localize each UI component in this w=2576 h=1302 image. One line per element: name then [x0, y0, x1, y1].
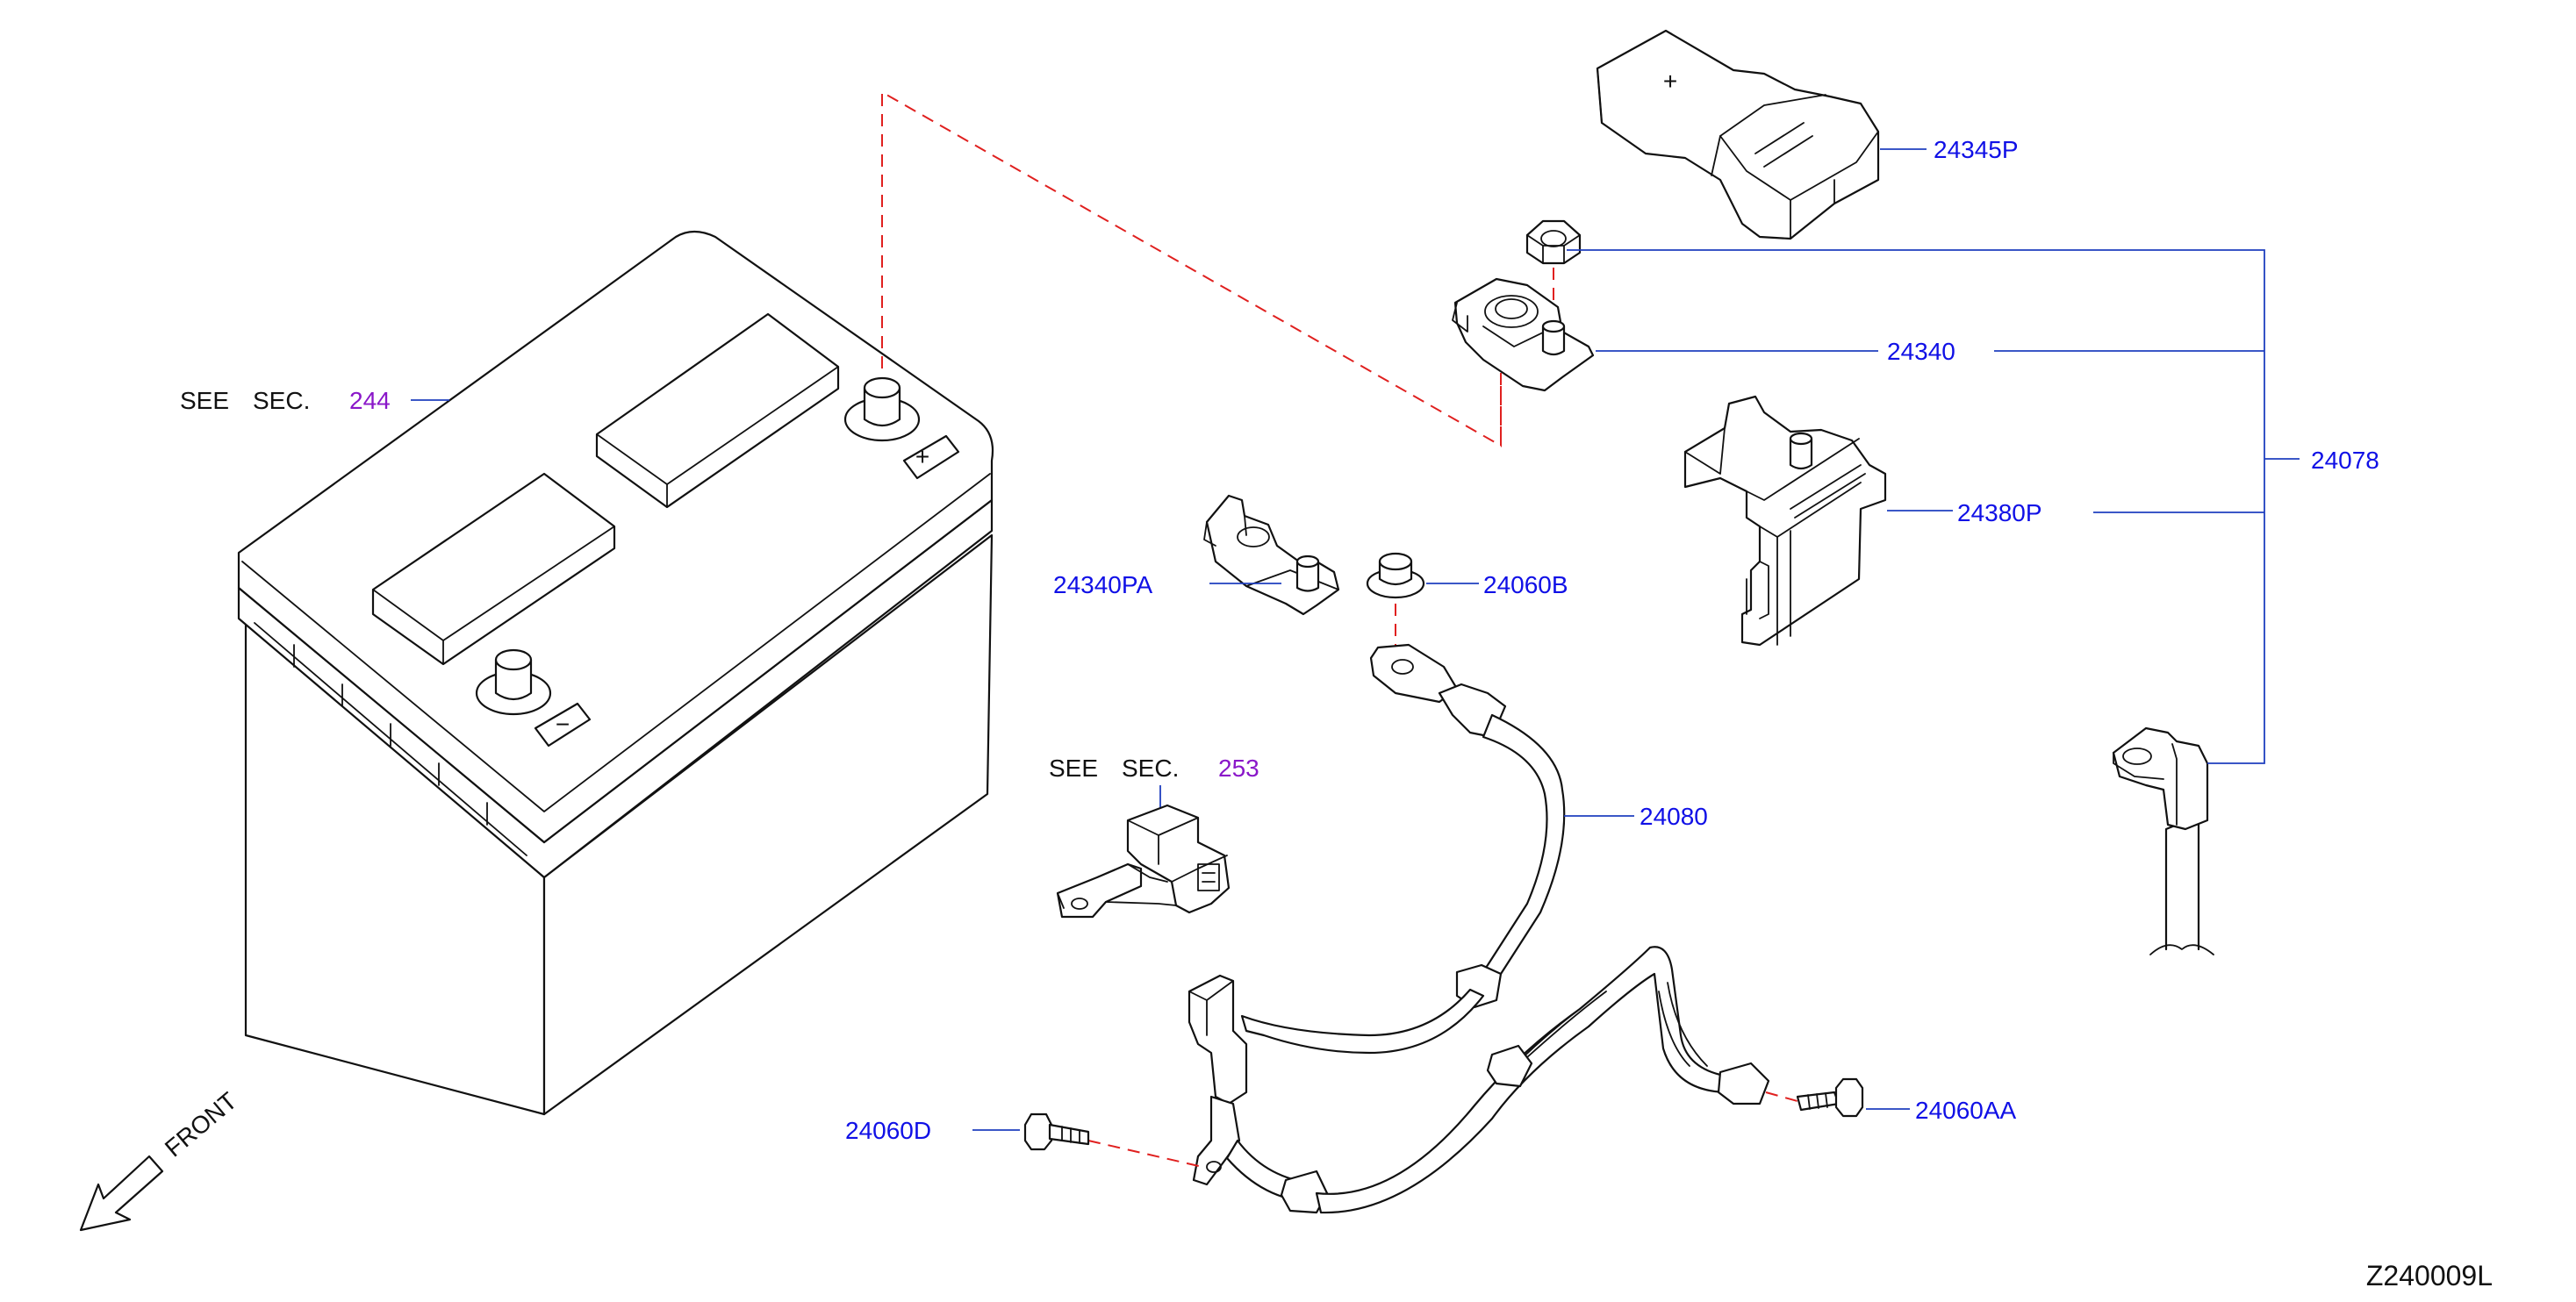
label-24340[interactable]: 24340: [1596, 338, 2264, 365]
fusible-link-block: [1683, 395, 1887, 647]
front-label: FRONT: [160, 1087, 242, 1162]
bolt-left: [1023, 1112, 1090, 1151]
see-text: SEE: [1049, 755, 1098, 782]
battery-cable: [1188, 643, 1770, 1214]
alignment-line-bolt-d: [1087, 1140, 1203, 1168]
part-number[interactable]: 24060AA: [1915, 1097, 2017, 1124]
label-24060AA[interactable]: 24060AA: [1866, 1097, 2017, 1124]
positive-cable-end: [2112, 726, 2214, 955]
positive-terminal-cover: +: [1596, 29, 1880, 240]
alignment-line-battery: [881, 90, 1502, 447]
diagram-code: Z240009L: [2366, 1260, 2493, 1291]
part-number[interactable]: 24080: [1640, 803, 1708, 830]
label-24080[interactable]: 24080: [1564, 803, 1708, 830]
negative-terminal-mark: −: [556, 711, 570, 738]
front-direction-arrow: FRONT: [79, 1087, 242, 1232]
part-number[interactable]: 24345P: [1934, 136, 2019, 163]
label-24078[interactable]: 24078: [1567, 249, 2379, 764]
part-number[interactable]: 24060B: [1483, 571, 1568, 598]
flange-nut: [1366, 552, 1425, 599]
label-24345P[interactable]: 24345P: [1880, 136, 2019, 163]
positive-terminal-mark: +: [915, 443, 929, 470]
section-number[interactable]: 253: [1218, 755, 1259, 782]
battery: + −: [237, 230, 994, 1116]
sec-text: SEC.: [253, 387, 310, 414]
part-number[interactable]: 24340PA: [1053, 571, 1152, 598]
section-number[interactable]: 244: [349, 387, 391, 414]
label-24060B[interactable]: 24060B: [1426, 571, 1568, 598]
sensor-connector: [1056, 804, 1231, 919]
label-24060D[interactable]: 24060D: [845, 1117, 1020, 1144]
label-24340PA[interactable]: 24340PA: [1053, 571, 1281, 598]
part-number[interactable]: 24078: [2311, 447, 2379, 474]
part-number[interactable]: 24340: [1887, 338, 1955, 365]
label-24380P[interactable]: 24380P: [1887, 499, 2264, 526]
bolt-right: [1796, 1077, 1864, 1118]
cover-plus-symbol: +: [1663, 68, 1677, 95]
sec-text: SEC.: [1122, 755, 1179, 782]
see-section-253[interactable]: SEE SEC. 253: [1049, 755, 1259, 816]
battery-terminal: [1452, 277, 1595, 392]
see-section-244[interactable]: SEE SEC. 244: [180, 387, 449, 414]
alignment-line-bolt-aa: [1765, 1091, 1798, 1102]
negative-terminal: [1203, 494, 1340, 616]
see-text: SEE: [180, 387, 229, 414]
terminal-nut: [1525, 219, 1582, 265]
part-number[interactable]: 24060D: [845, 1117, 931, 1144]
part-number[interactable]: 24380P: [1957, 499, 2042, 526]
